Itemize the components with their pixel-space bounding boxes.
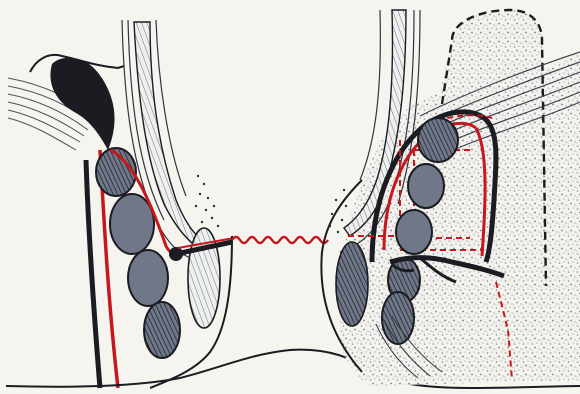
right-segment-3 <box>396 210 432 254</box>
right-segment-5 <box>382 292 414 344</box>
right-segment-2 <box>408 164 444 208</box>
left-segment-3 <box>128 250 168 306</box>
right-sphincter-ellipse <box>336 242 368 326</box>
left-segment-2 <box>110 194 154 254</box>
right-segment-1 <box>418 118 458 162</box>
left-segment-4 <box>144 302 180 358</box>
